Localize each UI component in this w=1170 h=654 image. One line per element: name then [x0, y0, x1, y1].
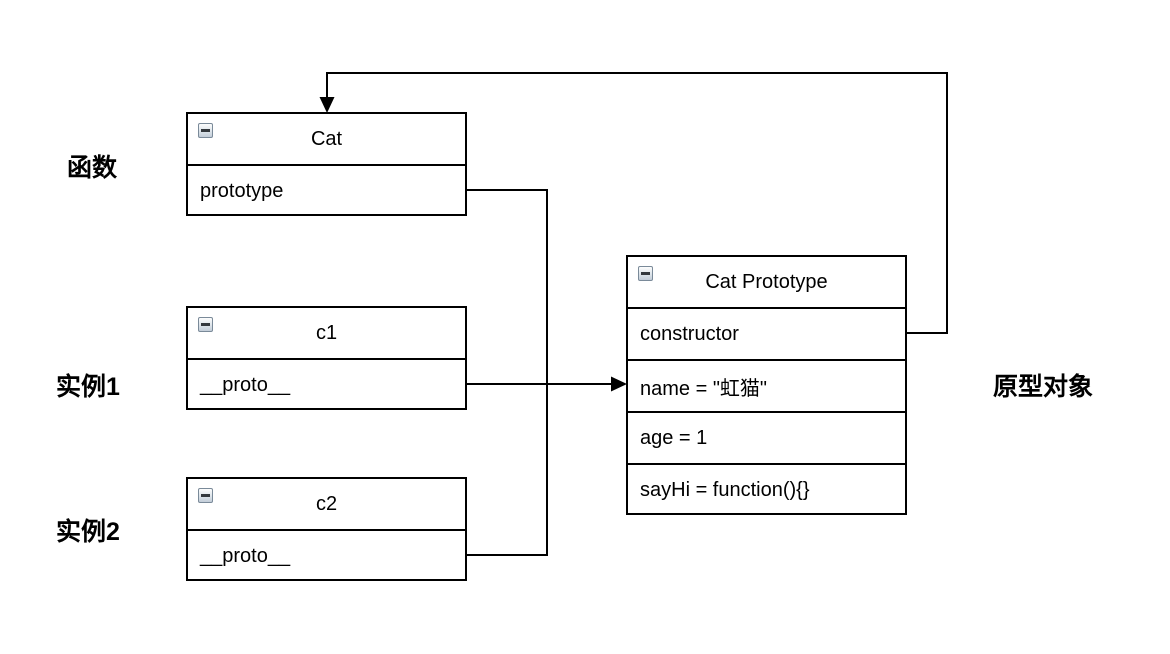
box-c1-row-proto[interactable]: __proto__ [200, 373, 291, 396]
collapse-minus-icon[interactable] [198, 317, 213, 332]
minus-glyph [201, 323, 210, 326]
label-instance1: 实例1 [56, 373, 120, 401]
box-c2-title-row: c2 [188, 479, 465, 531]
box-c2-title: c2 [315, 492, 338, 515]
minus-glyph [641, 272, 650, 275]
collapse-minus-icon[interactable] [638, 266, 653, 281]
box-c1[interactable]: c1 __proto__ [186, 306, 467, 410]
arrowhead-into-cat [319, 97, 335, 113]
box-c1-title-row: c1 [188, 308, 465, 360]
box-cat-prototype-row-name[interactable]: name = "虹猫" [628, 361, 905, 413]
label-prototype-object: 原型对象 [992, 373, 1094, 401]
box-cat-row-prototype[interactable]: prototype [200, 179, 284, 202]
label-instance2: 实例2 [56, 518, 120, 546]
collapse-minus-icon[interactable] [198, 488, 213, 503]
minus-glyph [201, 129, 210, 132]
box-c1-title: c1 [315, 321, 338, 344]
box-cat-prototype-row-sayhi[interactable]: sayHi = function(){} [640, 478, 810, 501]
arrowhead-into-cat-prototype [611, 376, 627, 392]
label-function: 函数 [66, 154, 118, 182]
box-c2-row-proto[interactable]: __proto__ [200, 544, 291, 567]
box-cat-prototype-row-constructor[interactable]: constructor [628, 309, 905, 361]
box-cat-prototype-row-age[interactable]: age = 1 [628, 413, 905, 465]
box-c2[interactable]: c2 __proto__ [186, 477, 467, 581]
box-cat-title: Cat [310, 127, 343, 150]
connector-prototype-to-vertical [467, 189, 548, 556]
box-cat[interactable]: Cat prototype [186, 112, 467, 216]
box-cat-prototype[interactable]: Cat Prototype constructor name = "虹猫" ag… [626, 255, 907, 515]
box-cat-title-row: Cat [188, 114, 465, 166]
box-cat-prototype-title: Cat Prototype [705, 270, 828, 293]
minus-glyph [201, 494, 210, 497]
collapse-minus-icon[interactable] [198, 123, 213, 138]
box-cat-prototype-title-row: Cat Prototype [628, 257, 905, 309]
